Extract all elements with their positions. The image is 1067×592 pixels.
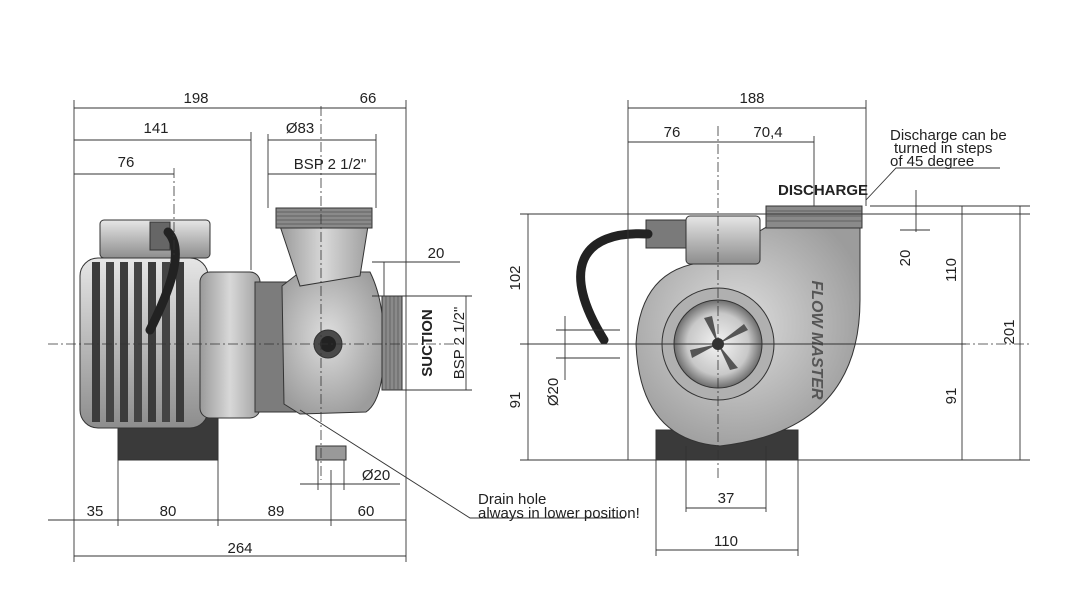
dim-37: 37 <box>718 490 735 507</box>
dim-drain-diameter: Ø20 <box>362 467 390 484</box>
dim-89: 89 <box>268 503 285 520</box>
dim-diameter-83: Ø83 <box>286 120 314 137</box>
cooling-fins <box>92 262 184 422</box>
dim-70-4: 70,4 <box>753 124 782 141</box>
dim-bsp-discharge: BSP 2 1/2" <box>294 156 367 173</box>
dim-141: 141 <box>143 120 168 137</box>
suction-thread <box>381 295 403 391</box>
front-view-labels: 188 76 70,4 Discharge can be turned in s… <box>507 90 1018 550</box>
front-view-pump: FLOW MASTER <box>576 205 863 461</box>
dim-102: 102 <box>507 265 524 290</box>
note-discharge-line3: of 45 degree <box>890 153 974 170</box>
dim-110-height: 110 <box>943 258 960 282</box>
dim-198: 198 <box>183 90 208 107</box>
label-suction: SUCTION <box>419 309 436 377</box>
impeller-blades <box>690 316 748 370</box>
dim-76-junction: 76 <box>118 154 135 171</box>
discharge-thread <box>275 207 373 229</box>
front-view-dimension-lines <box>520 100 1030 556</box>
side-view-dimension-lines <box>48 100 625 562</box>
front-power-cable <box>576 229 653 345</box>
motor-end-cap <box>199 271 261 419</box>
suction-thread-lines <box>385 296 399 390</box>
note-discharge-line1: Discharge can be <box>890 127 1007 144</box>
drain-plug <box>315 445 347 461</box>
dim-110-base: 110 <box>714 533 738 550</box>
front-discharge-thread-lines <box>766 210 862 222</box>
note-drain-line2: always in lower position! <box>478 505 640 522</box>
dim-201: 201 <box>1001 319 1018 344</box>
dim-91-left: 91 <box>507 392 524 409</box>
dim-bsp-suction: BSP 2 1/2" <box>451 307 468 380</box>
note-discharge-line2: turned in steps <box>894 140 992 157</box>
side-view-labels: 198 66 141 Ø83 76 BSP 2 1/2" 20 BSP 2 1/… <box>87 90 640 557</box>
dim-188: 188 <box>739 90 764 107</box>
dim-80: 80 <box>160 503 177 520</box>
dim-20-top: 20 <box>897 250 914 267</box>
dim-20-flange: 20 <box>428 245 445 262</box>
flow-master-logo: FLOW MASTER <box>808 280 825 400</box>
dim-diameter-20-front: Ø20 <box>545 378 562 406</box>
front-junction-box <box>685 215 761 265</box>
dim-264: 264 <box>227 540 252 557</box>
front-discharge-thread <box>765 205 863 229</box>
dim-66: 66 <box>360 90 377 107</box>
dim-91-right: 91 <box>943 388 960 405</box>
dim-60: 60 <box>358 503 375 520</box>
side-view-centerlines <box>48 106 462 480</box>
discharge-thread-lines <box>276 211 372 225</box>
dim-35: 35 <box>87 503 104 520</box>
dim-76-front: 76 <box>664 124 681 141</box>
power-cable <box>145 227 180 335</box>
side-view-pump <box>79 207 403 461</box>
label-discharge: DISCHARGE <box>778 182 868 199</box>
note-drain-line1: Drain hole <box>478 491 546 508</box>
